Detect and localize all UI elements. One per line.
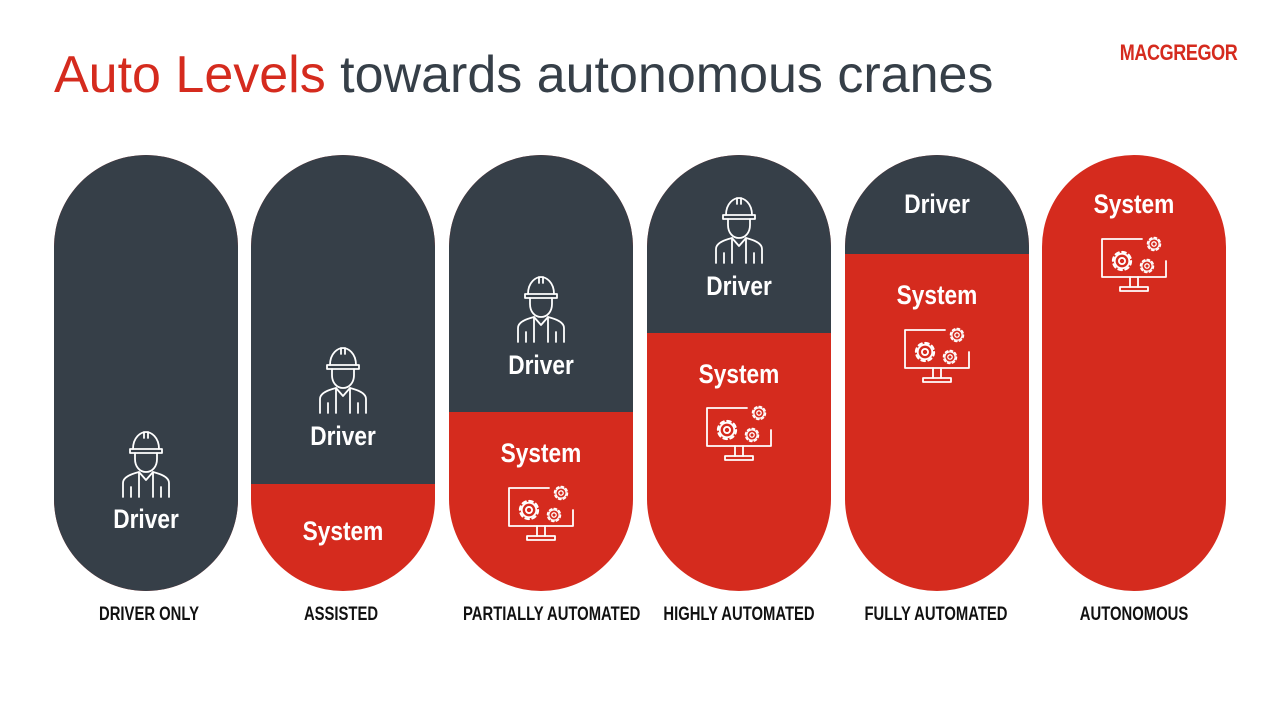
level-caption-fully-automated: FULLY AUTOMATED — [864, 604, 1008, 625]
worker-helmet-icon — [517, 276, 565, 343]
system-label: System — [1093, 189, 1175, 219]
driver-label: Driver — [706, 271, 772, 301]
driver-area — [845, 155, 1029, 254]
macgregor-logo: MACGREGOR — [1119, 40, 1237, 65]
level-caption-highly-automated: HIGHLY AUTOMATED — [663, 604, 815, 625]
computer-gears-icon — [507, 480, 575, 544]
level-caption-driver-only: DRIVER ONLY — [99, 604, 199, 625]
driver-label: Driver — [113, 504, 179, 534]
level-pill-fully-automated: Driver System — [845, 155, 1029, 591]
level-caption-autonomous: AUTONOMOUS — [1079, 604, 1189, 625]
level-pill-partially-automated: Driver System — [449, 155, 633, 591]
level-pill-driver-only: Driver — [54, 155, 238, 591]
level-pill-assisted: Driver System — [251, 155, 435, 591]
system-label: System — [896, 280, 978, 310]
driver-area — [647, 155, 831, 333]
driver-label: Driver — [310, 421, 376, 451]
level-pill-autonomous: System — [1042, 155, 1226, 591]
computer-gears-icon — [903, 322, 971, 386]
page-title: Auto Levels towards autonomous cranes — [54, 46, 993, 106]
level-caption-assisted: ASSISTED — [303, 604, 379, 625]
driver-area — [54, 155, 238, 591]
worker-helmet-icon — [319, 347, 367, 414]
level-caption-partially-automated: PARTIALLY AUTOMATED — [463, 604, 641, 625]
driver-label: Driver — [904, 189, 970, 219]
driver-area — [449, 155, 633, 412]
worker-helmet-icon — [715, 197, 763, 264]
worker-helmet-icon — [122, 431, 170, 498]
computer-gears-icon — [1100, 231, 1168, 295]
system-label: System — [302, 516, 384, 546]
title-rest: towards autonomous cranes — [325, 46, 994, 104]
driver-area — [251, 155, 435, 484]
computer-gears-icon — [705, 400, 773, 464]
level-pill-highly-automated: Driver System — [647, 155, 831, 591]
driver-label: Driver — [508, 350, 574, 380]
title-accent: Auto Levels — [54, 46, 326, 104]
system-label: System — [698, 359, 780, 389]
system-label: System — [500, 438, 582, 468]
